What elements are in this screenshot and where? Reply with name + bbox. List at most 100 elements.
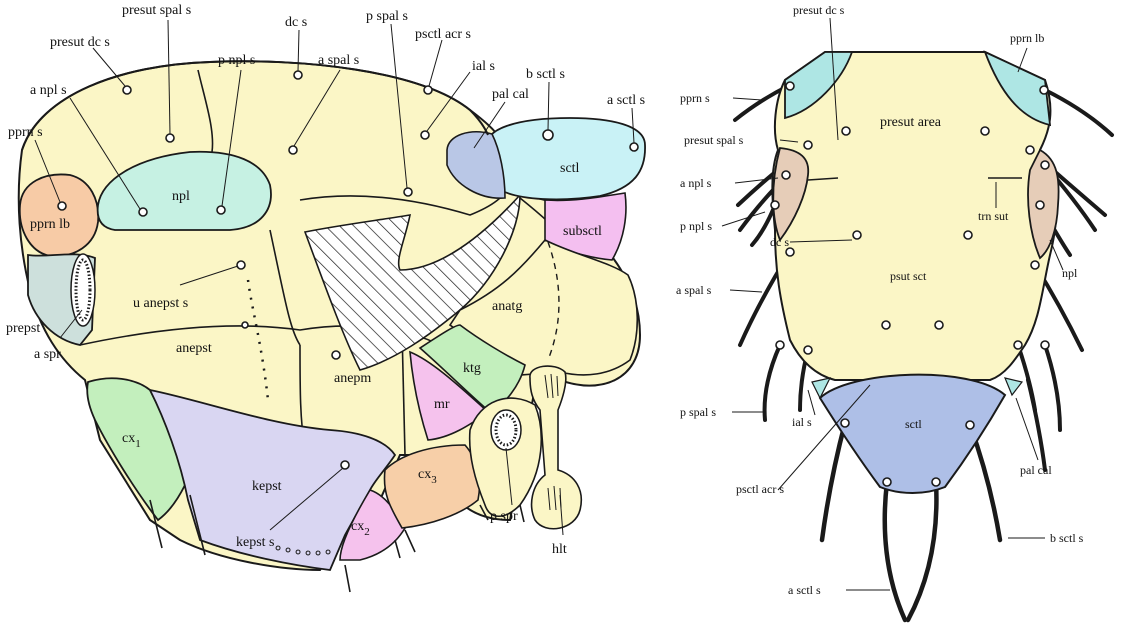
label-psctl-acr-s: psctl acr s: [415, 27, 471, 42]
dorsal-pal-cal-right: [1005, 378, 1022, 395]
d-label-pprn-s: pprn s: [680, 91, 710, 105]
d-label-psctl-acr-s: psctl acr s: [736, 482, 784, 496]
d-socket-13: [786, 248, 794, 256]
bristle-pspal-right: [1045, 345, 1060, 430]
d-label-a-npl-s: a npl s: [680, 176, 712, 190]
d-label-pprn-lb: pprn lb: [1010, 31, 1044, 45]
dorsal-view: presut dc s pprn lb pprn s presut area p…: [676, 3, 1112, 620]
socket-b-sctl: [543, 130, 553, 140]
label-hlt: hlt: [552, 542, 567, 557]
d-label-presut-dc-s: presut dc s: [793, 3, 845, 17]
d-socket-7: [782, 171, 790, 179]
label-a-sctl-s: a sctl s: [607, 93, 645, 108]
socket-anepm: [332, 351, 340, 359]
d-socket-17: [776, 341, 784, 349]
region-label-subsctl: subsctl: [563, 224, 602, 239]
region-label-pprn-lb: pprn lb: [30, 217, 70, 232]
socket-presut-dc: [123, 86, 131, 94]
d-region-presut-area: presut area: [880, 115, 942, 130]
socket-presut-spal: [166, 134, 174, 142]
d-label-pal-cal: pal cal: [1020, 463, 1052, 477]
d-socket-5: [981, 127, 989, 135]
dorsal-sctl: [820, 375, 1005, 493]
socket-p-spal: [404, 188, 412, 196]
d-socket-19: [804, 346, 812, 354]
d-socket-16: [935, 321, 943, 329]
label-pal-cal: pal cal: [492, 87, 529, 102]
d-label-dc-s: dc s: [770, 235, 789, 249]
label-p-spal-s: p spal s: [366, 9, 408, 24]
bristle-asctl-left: [885, 482, 905, 620]
label-a-spr: a spr: [34, 347, 61, 362]
d-region-sctl: sctl: [905, 417, 922, 431]
d-socket-1: [786, 82, 794, 90]
socket-p-npl: [217, 206, 225, 214]
d-label-trn-sut: trn sut: [978, 209, 1009, 223]
label-p-spr: p spr: [490, 509, 518, 524]
socket-a-spal: [289, 146, 297, 154]
d-label-p-spal-s: p spal s: [680, 405, 716, 419]
label-prepst: prepst: [6, 321, 40, 336]
region-label-anepst: anepst: [176, 341, 212, 356]
d-socket-11: [853, 231, 861, 239]
region-label-mr: mr: [434, 397, 450, 412]
region-label-npl: npl: [172, 189, 190, 204]
d-region-psut-sct: psut sct: [890, 269, 927, 283]
region-pprn-lb: [20, 174, 98, 256]
label-pprn-s: pprn s: [8, 125, 43, 140]
socket-ial: [421, 131, 429, 139]
label-a-spal-s: a spal s: [318, 53, 359, 68]
a-spr-spiracle-inner: [76, 260, 90, 320]
d-socket-10: [1036, 201, 1044, 209]
label-presut-spal-s: presut spal s: [122, 3, 191, 18]
d-socket-23: [883, 478, 891, 486]
bristle-bsctl-left: [822, 423, 845, 540]
socket-u-anepst: [237, 261, 245, 269]
d-socket-6: [1026, 146, 1034, 154]
d-socket-22: [966, 421, 974, 429]
d-socket-21: [841, 419, 849, 427]
bristle-asctl-right: [908, 482, 936, 620]
d-socket-9: [771, 201, 779, 209]
d-socket-15: [882, 321, 890, 329]
region-label-kepst: kepst: [252, 479, 282, 494]
p-spr-spiracle-inner: [496, 415, 516, 445]
socket-dc: [294, 71, 302, 79]
d-lead-ial: [808, 390, 815, 415]
d-socket-18: [1041, 341, 1049, 349]
d-socket-8: [1041, 161, 1049, 169]
label-dc-s: dc s: [285, 15, 307, 30]
lateral-view: presut spal s dc s p spal s presut dc s …: [6, 3, 645, 592]
d-socket-12: [964, 231, 972, 239]
d-socket-3: [804, 141, 812, 149]
socket-anepst-2: [242, 322, 248, 328]
d-label-ial-s: ial s: [792, 415, 812, 429]
region-label-ktg: ktg: [463, 361, 481, 376]
d-lead-a-spal: [730, 290, 762, 292]
bristle-pprn-right: [1045, 90, 1112, 135]
label-presut-dc-s: presut dc s: [50, 35, 110, 50]
label-u-anepst-s: u anepst s: [133, 296, 188, 311]
d-socket-24: [932, 478, 940, 486]
label-a-npl-s: a npl s: [30, 83, 67, 98]
d-label-b-sctl-s: b sctl s: [1050, 531, 1084, 545]
d-label-a-sctl-s: a sctl s: [788, 583, 821, 597]
d-lead-pprn-s: [733, 98, 762, 100]
bristle-pspal-left: [765, 345, 780, 420]
socket-a-sctl: [630, 143, 638, 151]
socket-pprn: [58, 202, 66, 210]
region-sctl: [487, 118, 645, 199]
label-kepst-s: kepst s: [236, 535, 275, 550]
d-label-p-npl-s: p npl s: [680, 219, 712, 233]
d-label-a-spal-s: a spal s: [676, 283, 712, 297]
label-ial-s: ial s: [472, 59, 495, 74]
d-label-presut-spal-s: presut spal s: [684, 133, 744, 147]
socket-kepst: [341, 461, 349, 469]
d-label-npl: npl: [1062, 266, 1078, 280]
d-socket-4: [842, 127, 850, 135]
socket-a-npl: [139, 208, 147, 216]
region-label-sctl: sctl: [560, 161, 580, 176]
socket-psctl-acr: [424, 86, 432, 94]
